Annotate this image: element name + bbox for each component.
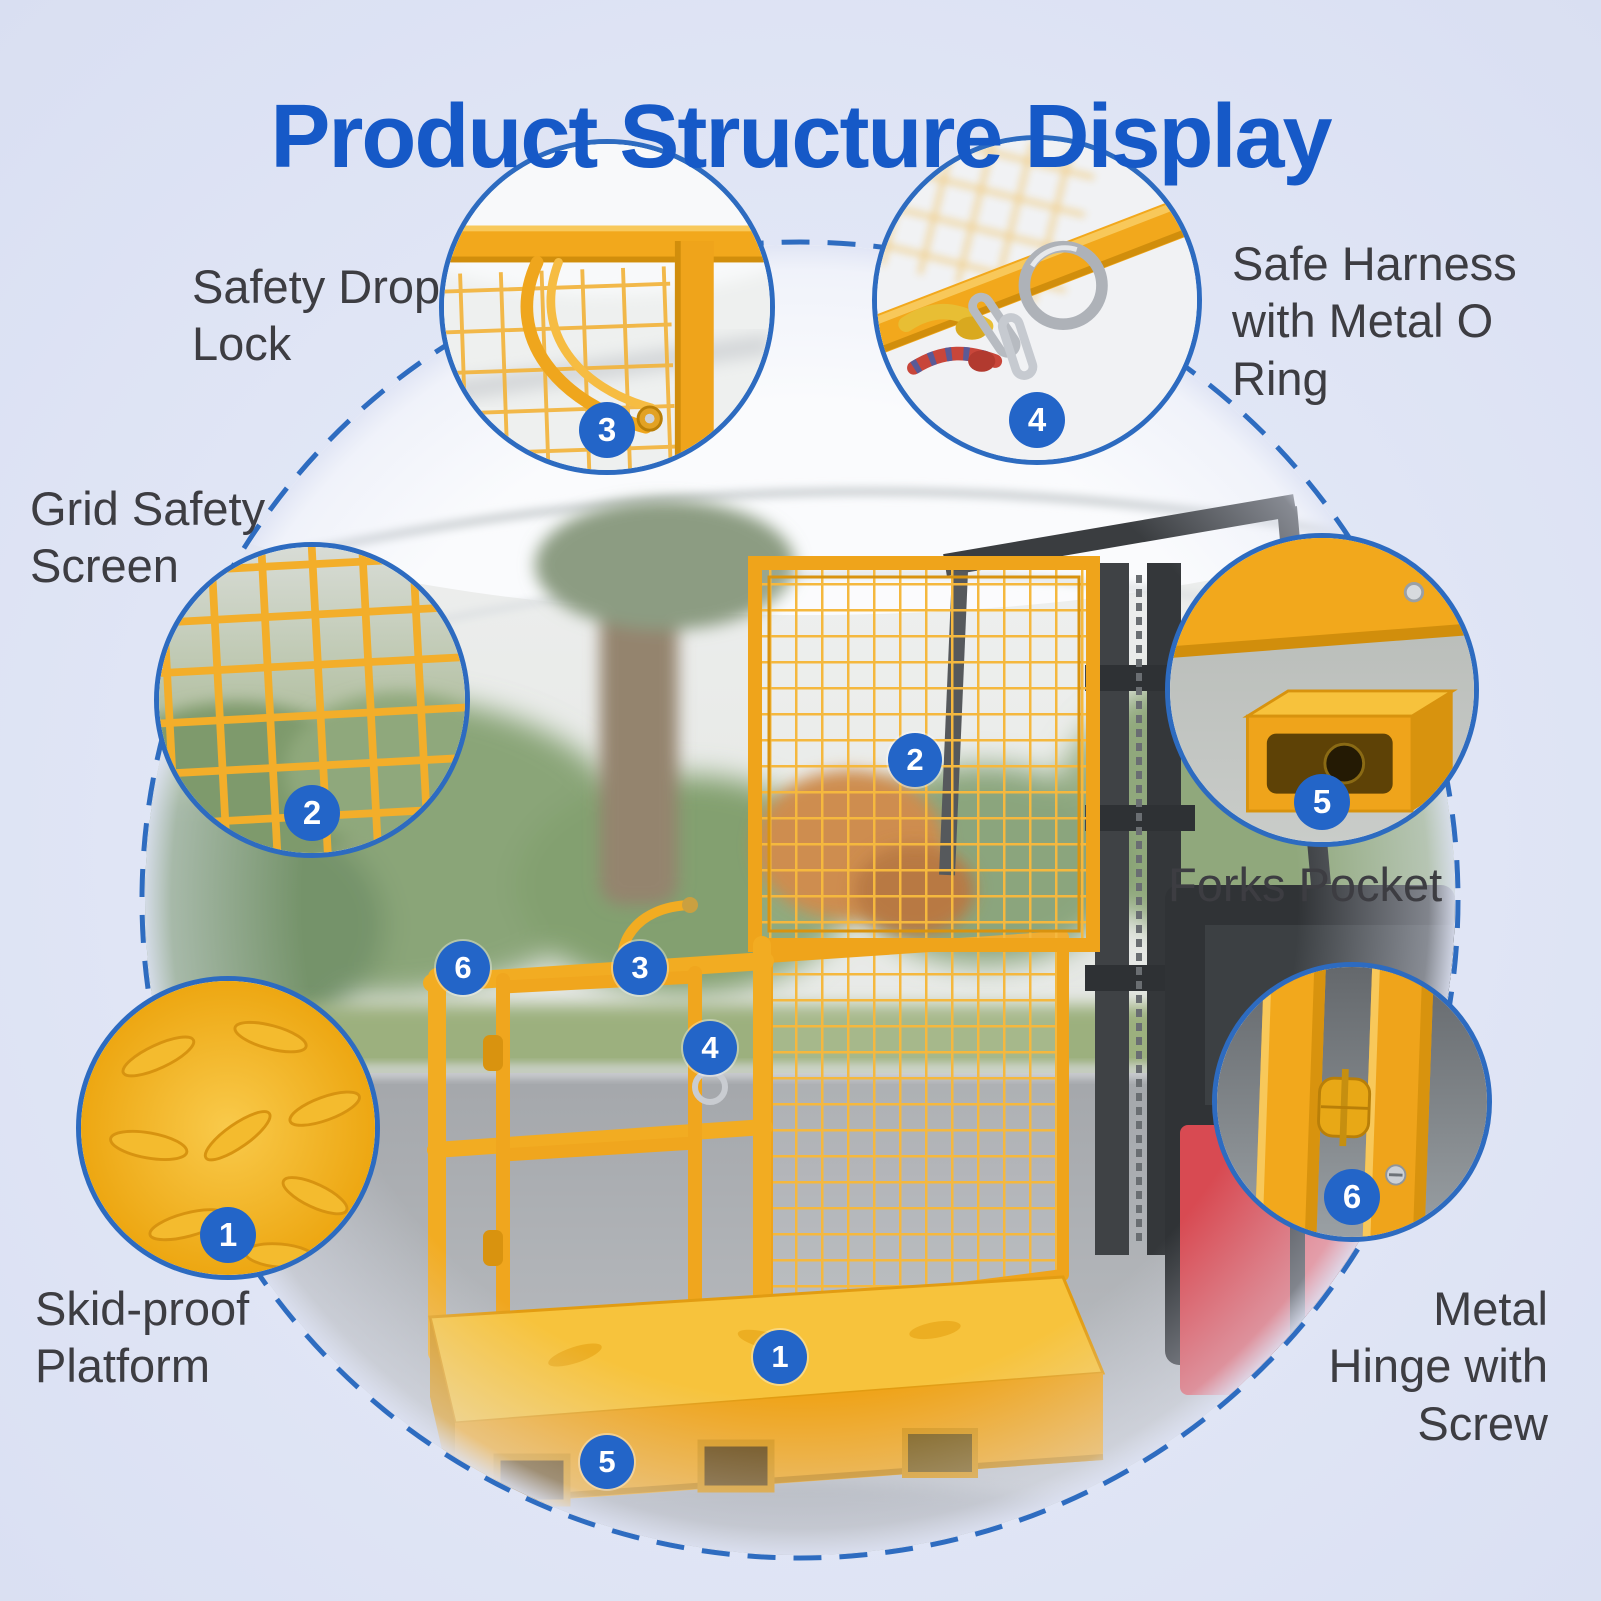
photo-marker-3: 3	[613, 941, 667, 995]
photo-marker-5: 5	[580, 1435, 634, 1489]
label-grid-safety-screen: Grid Safety Screen	[30, 482, 266, 593]
callout-forks-pocket: 5	[1165, 533, 1479, 847]
callout-badge-1: 1	[200, 1207, 256, 1263]
label-forks-pocket: Forks Pocket	[1168, 858, 1443, 911]
photo-marker-4: 4	[683, 1021, 737, 1075]
callout-skid-proof-platform: 1	[76, 976, 380, 1280]
label-safety-drop-lock: Safety Drop Lock	[192, 260, 441, 371]
callout-metal-hinge: 6	[1212, 962, 1492, 1242]
callout-badge-4: 4	[1009, 392, 1065, 448]
label-metal-hinge: Metal Hinge with Screw	[1328, 1282, 1548, 1450]
photo-marker-1: 1	[753, 1330, 807, 1384]
callout-badge-3: 3	[579, 402, 635, 458]
callout-safety-drop-lock: 3	[439, 139, 775, 475]
callout-badge-5: 5	[1294, 774, 1350, 830]
page-title: Product Structure Display	[270, 87, 1332, 188]
label-safe-harness: Safe Harness with Metal O Ring	[1232, 237, 1517, 405]
photo-marker-6: 6	[436, 941, 490, 995]
label-skid-proof-platform: Skid-proof Platform	[35, 1282, 250, 1393]
callout-badge-6: 6	[1324, 1169, 1380, 1225]
photo-marker-2: 2	[888, 733, 942, 787]
callout-badge-2: 2	[284, 785, 340, 841]
